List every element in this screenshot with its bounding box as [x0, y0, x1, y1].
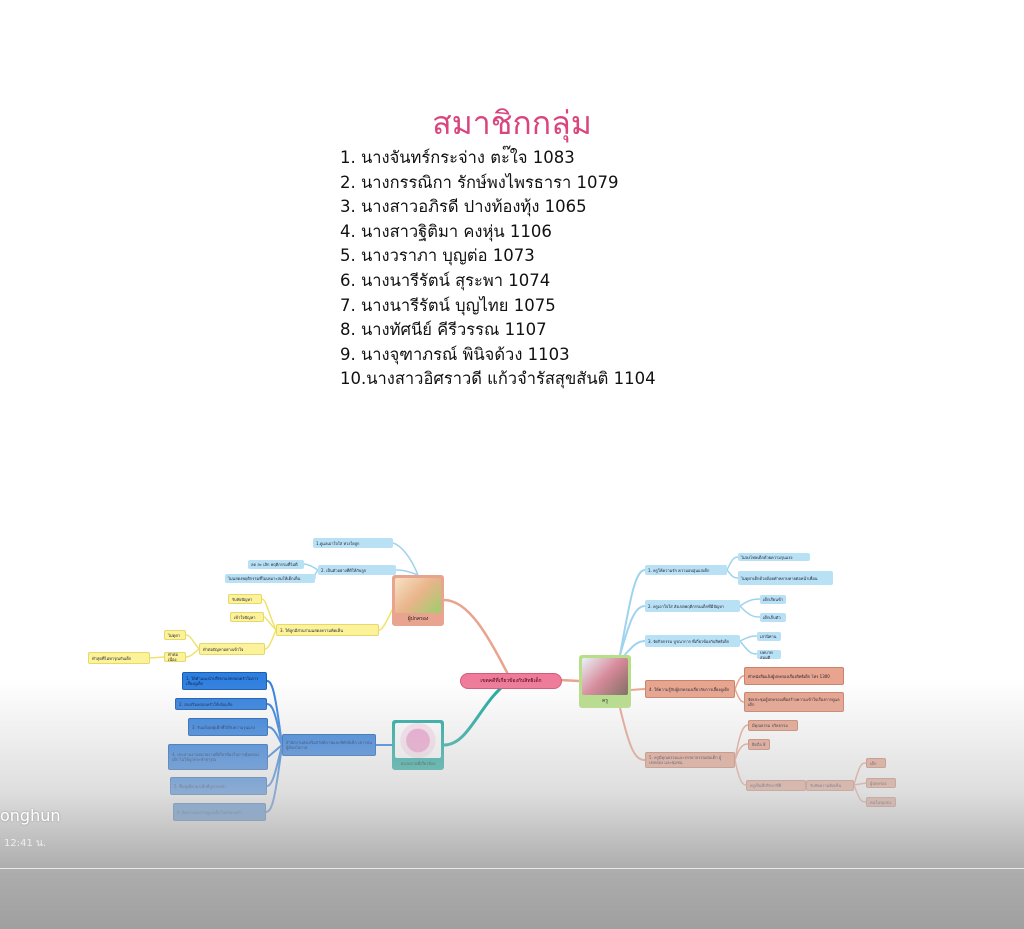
member-item: 9. นางจุฑาภรณ์ พินิจด้วง 1103 — [340, 344, 570, 364]
node: 2. ส่งเสริมครอบครัวให้เข้มแข็ง — [175, 698, 267, 710]
node: 3. รับแจ้งเหตุเด็กที่ได้รับความรุนแรง — [188, 718, 268, 736]
node: ทำต่อเนื่อง — [164, 652, 186, 662]
slide-title: สมาชิกกลุ่ม — [432, 104, 592, 142]
node: เด็กเรียนช้า — [760, 595, 786, 604]
org-node-label: หน่วยงานที่เกี่ยวข้อง — [400, 761, 436, 766]
node: 3. ให้ลูกมีส่วนร่วมแสดงความคิดเห็น — [276, 624, 379, 636]
node: คนในชุมชน — [866, 797, 896, 807]
node: ทำสุดที่ไม่ทารุณกับเด็ก — [88, 652, 150, 664]
member-item: 5. นางวราภา บุญต่อ 1073 — [340, 246, 535, 266]
node: รับฟังปัญหา — [228, 594, 262, 604]
parent-node-label: ผู้ปกครอง — [407, 616, 429, 622]
node: บทบาทสมมติ — [757, 650, 781, 659]
node: ไม่ดุด่า — [164, 630, 186, 640]
member-list: 1. นางจันทร์กระจ่าง ตะ๊ใจ 1083 2. นางกรรณ… — [340, 146, 656, 392]
node: ไม่ดุด่าเด็กด้วยถ้อยคำหยาบคายต่อหน้าเพื่… — [738, 571, 833, 585]
node: สำนักงานส่งเสริมสวัสดิภาพและพิทักษ์เด็ก … — [282, 734, 376, 756]
node: 4. ประสานงานหน่วยงานที่เกี่ยวข้องในการคุ… — [168, 744, 268, 770]
node: 5. ครูมีคุณธรรมและจรรยาบรรณต่อเด็ก ผู้ปก… — [645, 752, 735, 768]
parent-node: ผู้ปกครอง — [392, 575, 444, 626]
node: ครูเป็นที่ปรึกษาที่ดี — [746, 780, 806, 791]
node: ทำหนังสือแจ้งผู้ปกครองเรื่องสิทธิเด็ก โท… — [744, 667, 844, 685]
node: ทำต่อปัญหาอย่างเข้าใจ — [199, 643, 265, 655]
org-node: หน่วยงานที่เกี่ยวข้อง — [392, 720, 444, 770]
node: จัดประชุมผู้ปกครองเพื่อสร้างความเข้าใจเร… — [744, 692, 844, 712]
node: 4. ให้ความรู้กับผู้ปกครองเกี่ยวกับการเลี… — [645, 680, 735, 698]
member-item: 10.นางสาวอิศราวดี แก้วจำรัสสุขสันติ 1104 — [340, 369, 656, 389]
center-node: เขตคดีที่เกี่ยวข้องกับสิทธิเด็ก — [460, 673, 562, 689]
node: ไม่แสดงพฤติกรรมที่ไม่เหมาะสมให้เด็กเห็น — [225, 574, 315, 583]
member-item: 3. นางสาวอภิรดี ปางท้องทุ้ง 1065 — [340, 197, 587, 217]
member-item: 7. นางนารีรัตน์ บุญไทย 1075 — [340, 295, 556, 315]
teacher-node-label: ครู — [601, 698, 609, 704]
node: ลด ละ เลิก พฤติกรรมที่ไม่ดี — [248, 560, 304, 569]
node: 6. ติดตามผลการดูแลเด็กในครอบครัว — [173, 803, 266, 821]
node: 1.ดูแลเอาใจใส่ ห่วงใยลูก — [313, 538, 393, 548]
seal-icon — [395, 723, 441, 758]
node: รับฟังความคิดเห็น — [806, 780, 854, 791]
teacher-image-icon — [582, 658, 628, 695]
member-item: 6. นางนารีรัตน์ สุระพา 1074 — [340, 270, 551, 290]
teacher-node: ครู — [579, 655, 631, 708]
node: 5. ฟื้นฟูเยียวยาเด็กที่ถูกกระทำ — [170, 777, 267, 795]
poster-username[interactable]: onghun — [0, 806, 61, 825]
node: เด็กเก็บตัว — [760, 613, 786, 622]
family-image-icon — [395, 578, 441, 613]
node: 2. ครูเอาใจใส่ สังเกตพฤติกรรมเด็กที่มีปั… — [645, 600, 740, 612]
node: เข้าใจปัญหา — [230, 612, 264, 622]
divider — [0, 868, 1024, 869]
node: 1. ครูให้ความรัก ความอบอุ่นแก่เด็ก — [645, 565, 727, 575]
member-item: 4. นางสาวฐิติมา คงหุ่น 1106 — [340, 221, 552, 241]
node: 1. ให้คำแนะนำปรึกษาแก่ครอบครัวในการเลี้ย… — [182, 672, 267, 690]
node: 3. จัดกิจกรรม บูรณาการ ที่เกี่ยวข้องกับส… — [645, 635, 740, 647]
member-item: 2. นางกรรณิกา รักษ์พงไพรธารา 1079 — [340, 172, 619, 192]
member-item: 1. นางจันทร์กระจ่าง ตะ๊ใจ 1083 — [340, 148, 575, 167]
node: เล่านิทาน — [757, 632, 781, 641]
node: เด็ก — [866, 758, 886, 768]
node: ไม่ลงโทษเด็กด้วยความรุนแรง — [738, 553, 810, 561]
member-item: 8. นางทัศนีย์ คีรีวรรณ 1107 — [340, 320, 547, 340]
node: ยึดถือ 8 — [748, 739, 770, 750]
node: 2. เป็นตัวอย่างที่ดีให้กับลูก — [318, 565, 396, 575]
post-time: 12:41 น. — [4, 838, 47, 849]
node: ผู้ปกครอง — [866, 778, 896, 788]
node: มีคุณธรรม จริยธรรม — [748, 720, 798, 731]
